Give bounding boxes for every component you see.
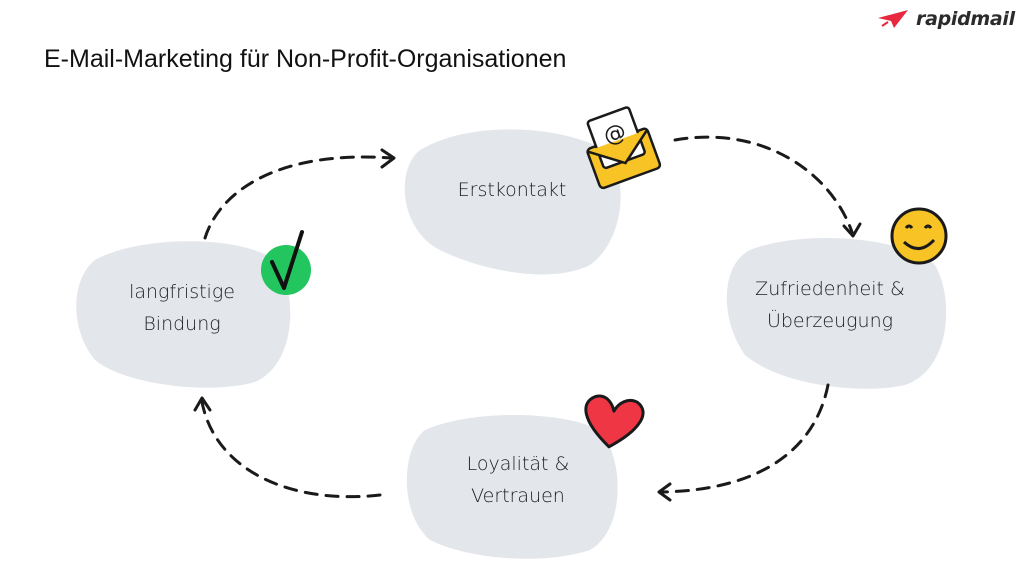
node-bindung-label: langfristige Bindung [129,276,235,340]
blob-bindung [76,241,291,388]
label-line: Überzeugung [766,310,894,332]
arrow-zufriedenheit-to-loyalitaet [660,383,830,494]
arrowhead [842,222,862,238]
blob-zufriedenheit [726,238,947,389]
node-loyalitaet-label: Loyalität & Vertrauen [467,448,570,512]
arrowhead [193,396,212,412]
blob-erstkontakt [404,129,621,275]
label-line: langfristige [129,281,235,303]
page-title: E-Mail-Marketing für Non-Profit-Organisa… [44,45,567,73]
paper-plane-icon [878,10,908,28]
checkmark-icon [261,230,311,295]
heart-icon [584,394,645,449]
arrow-bindung-to-erstkontakt [203,155,394,240]
arrow-erstkontakt-to-zufriedenheit [673,135,854,234]
envelope-at-icon: @ [586,106,662,190]
blob-loyalitaet [406,415,618,559]
arrow-loyalitaet-to-bindung [200,400,382,499]
label-line: Zufriedenheit & [755,278,905,300]
logo-text: rapidmail [916,8,1015,30]
node-zufriedenheit-label: Zufriedenheit & Überzeugung [755,273,905,337]
arrowhead [657,482,672,502]
label-line: Bindung [143,313,221,335]
label-line: Vertrauen [471,485,565,507]
label-line: Loyalität & [466,453,570,475]
arrowhead [380,148,396,169]
node-erstkontakt-label: Erstkontakt [457,179,567,201]
smiley-icon [890,207,948,265]
rapidmail-logo: rapidmail [876,8,1015,30]
